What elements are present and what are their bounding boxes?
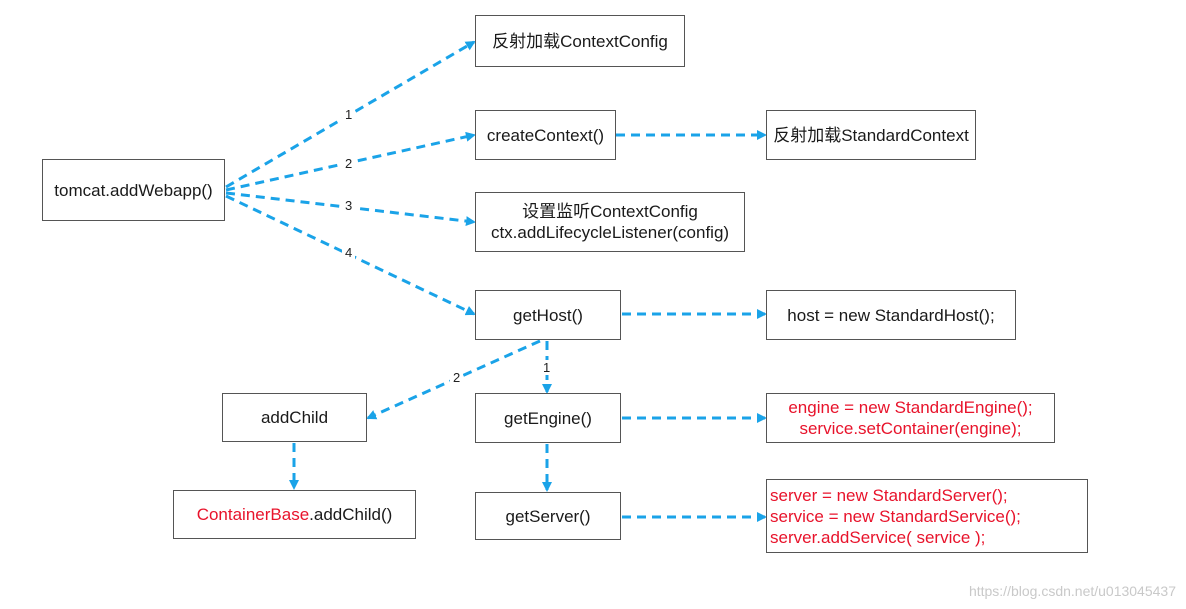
node-new-standardserver-line2: service = new StandardService(); xyxy=(770,506,1021,526)
node-set-listener: 设置监听ContextConfig ctx.addLifecycleListen… xyxy=(475,192,745,252)
node-containerbase-addchild-label: ContainerBase.addChild() xyxy=(197,504,393,525)
node-getengine-label: getEngine() xyxy=(504,408,592,428)
node-new-standardengine: engine = new StandardEngine(); service.s… xyxy=(766,393,1055,443)
node-getengine: getEngine() xyxy=(475,393,621,443)
node-addchild: addChild xyxy=(222,393,367,442)
node-gethost: getHost() xyxy=(475,290,621,340)
edge-label-host-child: 2 xyxy=(450,370,464,385)
node-new-standardserver-line3: server.addService( service ); xyxy=(770,527,986,547)
node-getserver-label: getServer() xyxy=(505,506,591,526)
edge-label-3: 3 xyxy=(342,198,356,213)
node-new-standardhost-label: host = new StandardHost(); xyxy=(787,305,995,325)
containerbase-class-name: ContainerBase xyxy=(196,505,310,524)
node-tomcat-addwebapp: tomcat.addWebapp() xyxy=(42,159,225,221)
containerbase-method-name: .addChild() xyxy=(309,505,393,524)
node-set-listener-line1: 设置监听ContextConfig xyxy=(522,202,698,221)
node-new-standardengine-line1: engine = new StandardEngine(); xyxy=(788,398,1033,417)
node-createcontext-label: createContext() xyxy=(486,125,605,145)
node-new-standardserver: server = new StandardServer(); service =… xyxy=(766,479,1088,553)
node-reflect-contextconfig: 反射加载ContextConfig xyxy=(475,15,685,67)
node-new-standardserver-line1: server = new StandardServer(); xyxy=(770,485,1008,505)
edge-label-1: 1 xyxy=(342,107,356,122)
node-new-standardhost: host = new StandardHost(); xyxy=(766,290,1016,340)
watermark: https://blog.csdn.net/u013045437 xyxy=(968,583,1176,599)
node-addchild-label: addChild xyxy=(260,408,329,427)
node-getserver: getServer() xyxy=(475,492,621,540)
edge-label-2: 2 xyxy=(342,156,356,171)
node-gethost-label: getHost() xyxy=(513,305,583,325)
node-createcontext: createContext() xyxy=(475,110,616,160)
node-new-standardengine-line2: service.setContainer(engine); xyxy=(799,419,1022,438)
node-reflect-standardcontext-label: 反射加载StandardContext xyxy=(773,125,969,145)
node-set-listener-line2: ctx.addLifecycleListener(config) xyxy=(490,223,730,242)
node-reflect-standardcontext: 反射加载StandardContext xyxy=(766,110,976,160)
node-containerbase-addchild: ContainerBase.addChild() xyxy=(173,490,416,539)
edge-label-host-engine: 1 xyxy=(540,360,554,375)
node-reflect-contextconfig-label: 反射加载ContextConfig xyxy=(492,31,668,51)
edge-label-4: 4 xyxy=(342,245,356,260)
node-tomcat-addwebapp-label: tomcat.addWebapp() xyxy=(54,180,213,200)
